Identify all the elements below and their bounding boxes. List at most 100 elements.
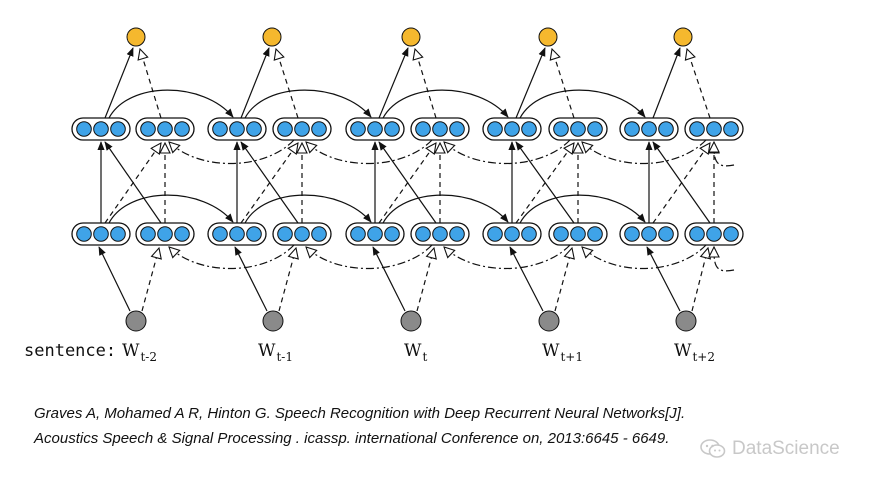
- word-label-subscript: t: [422, 350, 427, 364]
- backward-hidden-block-layer2: [548, 222, 608, 246]
- hidden-unit: [350, 226, 366, 242]
- hidden-unit: [311, 226, 327, 242]
- output-node: [262, 27, 282, 47]
- hidden-unit: [415, 121, 431, 137]
- hidden-unit: [157, 226, 173, 242]
- hidden-unit: [294, 226, 310, 242]
- hidden-unit: [706, 121, 722, 137]
- hidden-unit: [641, 121, 657, 137]
- backward-hidden-block-layer2: [684, 222, 744, 246]
- backward-to-forward-cross-edge: [652, 141, 711, 224]
- citation-line-1: Graves A, Mohamed A R, Hinton G. Speech …: [34, 405, 686, 422]
- backward-hidden-block-layer1: [272, 117, 332, 141]
- forward-to-output-edge: [378, 47, 409, 119]
- input-node: [538, 310, 560, 332]
- forward-recurrent-arc: [244, 194, 372, 224]
- word-label-subscript: t+1: [560, 350, 583, 364]
- hidden-unit: [76, 226, 92, 242]
- hidden-unit: [140, 226, 156, 242]
- input-to-forward-edge: [98, 246, 131, 312]
- hidden-unit: [350, 121, 366, 137]
- hidden-unit: [449, 226, 465, 242]
- backward-recurrent-arc: [714, 247, 735, 272]
- backward-recurrent-arc: [306, 139, 433, 165]
- forward-hidden-block-layer2: [345, 222, 405, 246]
- hidden-unit: [110, 226, 126, 242]
- output-node: [126, 27, 146, 47]
- hidden-unit: [587, 226, 603, 242]
- forward-hidden-block-layer2: [71, 222, 131, 246]
- backward-recurrent-arc: [714, 142, 735, 167]
- hidden-unit: [93, 121, 109, 137]
- backward-to-forward-cross-edge: [515, 141, 575, 224]
- hidden-unit: [504, 121, 520, 137]
- forward-hidden-block-layer1: [482, 117, 542, 141]
- hidden-unit: [624, 226, 640, 242]
- word-labels: sentence: Wt-2 Wt-1 Wt Wt+1 Wt+2: [24, 341, 715, 364]
- hidden-unit: [367, 226, 383, 242]
- word-label: Wt: [404, 341, 427, 364]
- hidden-unit: [311, 121, 327, 137]
- sentence-prefix-label: sentence:: [24, 341, 116, 361]
- hidden-unit: [553, 226, 569, 242]
- hidden-unit: [658, 121, 674, 137]
- forward-hidden-block-layer1: [71, 117, 131, 141]
- backward-recurrent-arc: [582, 244, 707, 270]
- word-label-subscript: t-2: [140, 350, 157, 364]
- hidden-unit: [212, 226, 228, 242]
- forward-to-output-edge: [240, 47, 270, 119]
- hidden-unit: [294, 121, 310, 137]
- backward-recurrent-arc: [444, 244, 571, 270]
- word-label: Wt+1: [542, 341, 583, 364]
- hidden-unit: [157, 121, 173, 137]
- backward-hidden-block-layer2: [135, 222, 195, 246]
- backward-hidden-block-layer1: [410, 117, 470, 141]
- input-node: [125, 310, 147, 332]
- forward-hidden-block-layer1: [619, 117, 679, 141]
- connection-edges: [97, 47, 735, 312]
- forward-recurrent-arc: [244, 89, 372, 119]
- backward-to-output-edge: [276, 49, 299, 119]
- backward-hidden-block-layer1: [548, 117, 608, 141]
- hidden-unit: [432, 121, 448, 137]
- hidden-unit: [110, 121, 126, 137]
- hidden-unit: [449, 121, 465, 137]
- backward-to-output-edge: [687, 49, 711, 119]
- forward-recurrent-arc: [382, 194, 509, 224]
- word-label-base: W: [404, 341, 422, 361]
- forward-recurrent-arc: [519, 194, 646, 224]
- hidden-unit: [76, 121, 92, 137]
- watermark: DataScience: [700, 438, 840, 460]
- hidden-unit: [723, 121, 739, 137]
- forward-recurrent-arc: [108, 194, 234, 224]
- backward-hidden-block-layer1: [135, 117, 195, 141]
- hidden-unit: [570, 226, 586, 242]
- forward-to-output-edge: [104, 47, 134, 119]
- word-label-base: W: [674, 341, 692, 361]
- watermark-text: DataScience: [732, 438, 840, 459]
- hidden-unit: [229, 226, 245, 242]
- word-label: Wt-1: [258, 341, 293, 364]
- backward-recurrent-arc: [169, 244, 295, 270]
- input-to-backward-edge: [278, 248, 296, 312]
- hidden-unit: [689, 226, 705, 242]
- hidden-unit: [570, 121, 586, 137]
- hidden-unit: [93, 226, 109, 242]
- hidden-unit: [487, 226, 503, 242]
- hidden-unit: [384, 226, 400, 242]
- hidden-unit: [174, 226, 190, 242]
- hidden-unit: [384, 121, 400, 137]
- backward-recurrent-arc: [582, 139, 707, 165]
- word-label-subscript: t+2: [692, 350, 715, 364]
- output-node: [673, 27, 693, 47]
- forward-recurrent-arc: [382, 89, 509, 119]
- citation-line-2: Acoustics Speech & Signal Processing . i…: [34, 430, 670, 447]
- hidden-unit: [174, 121, 190, 137]
- input-to-forward-edge: [646, 246, 681, 312]
- hidden-unit: [553, 121, 569, 137]
- forward-hidden-block-layer1: [207, 117, 267, 141]
- backward-to-forward-cross-edge: [104, 141, 162, 224]
- hidden-unit: [277, 226, 293, 242]
- input-to-forward-edge: [509, 246, 544, 312]
- hidden-unit: [723, 226, 739, 242]
